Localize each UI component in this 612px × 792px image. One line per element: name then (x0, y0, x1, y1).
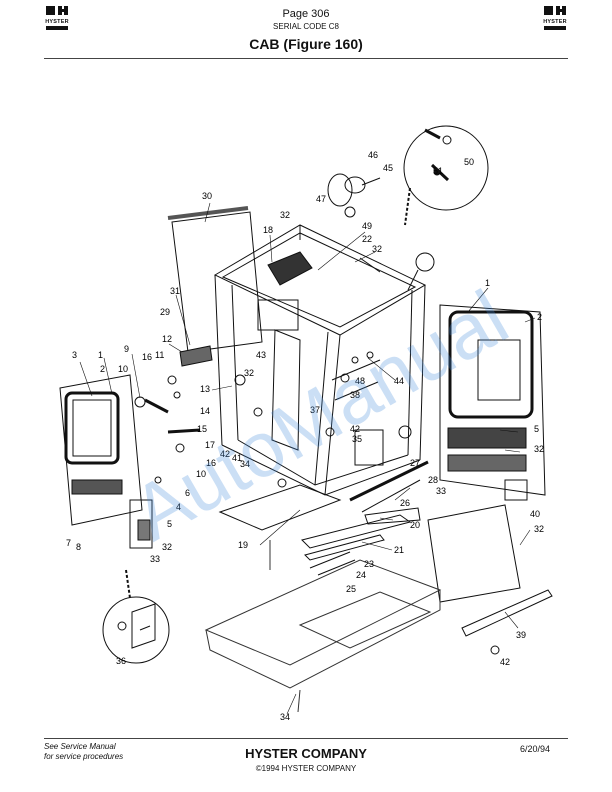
callout: 25 (346, 584, 356, 594)
callout: 49 (362, 221, 372, 231)
callout: 33 (150, 554, 160, 564)
callout: 32 (280, 210, 290, 220)
callout: 26 (400, 498, 410, 508)
hyster-logo-right: HYSTER (542, 6, 568, 30)
callout: 37 (310, 405, 320, 415)
callout: 5 (534, 424, 539, 434)
callout: 2 (100, 364, 105, 374)
callout: 20 (410, 520, 420, 530)
footer-note-line1: See Service Manual (44, 742, 116, 751)
callout: 47 (316, 194, 326, 204)
bracket-detail-circle (102, 569, 170, 664)
callout: 32 (372, 244, 382, 254)
callout: 1 (98, 350, 103, 360)
left-door (59, 374, 153, 549)
header-divider (44, 58, 568, 59)
callout: 36 (116, 656, 126, 666)
callout: 3 (72, 350, 77, 360)
footer-note-line2: for service procedures (44, 752, 124, 761)
callout: 9 (124, 344, 129, 354)
footer-date: 6/20/94 (520, 744, 551, 754)
floor-plates (218, 460, 429, 576)
hyster-logo-left: HYSTER (44, 6, 70, 30)
callout: 35 (352, 434, 362, 444)
callout: 11 (155, 350, 164, 360)
callout: 34 (280, 712, 290, 722)
callout: 14 (200, 406, 210, 416)
callout: 2 (537, 312, 542, 322)
callout: 15 (197, 424, 207, 434)
callout: 7 (66, 538, 71, 548)
callout: 16 (142, 352, 152, 362)
callout: 50 (464, 157, 474, 167)
right-door (439, 304, 546, 501)
callout: 31 (170, 286, 180, 296)
callout: 44 (394, 376, 404, 386)
leader-lines (79, 202, 536, 715)
footer-divider (44, 738, 568, 739)
callout: 28 (428, 475, 438, 485)
callout: 39 (516, 630, 526, 640)
callout: 8 (76, 542, 81, 552)
callout: 27 (410, 458, 420, 468)
footer-copyright: ©1994 HYSTER COMPANY (255, 764, 357, 773)
callout: 17 (205, 440, 215, 450)
figure-title: CAB (Figure 160) (249, 36, 363, 52)
callout: 33 (436, 486, 446, 496)
callout: 12 (162, 334, 172, 344)
callout: 34 (240, 459, 250, 469)
callout: 46 (368, 150, 378, 160)
callout: 32 (534, 444, 544, 454)
fan-assembly (327, 173, 381, 218)
rear-window-panel (167, 206, 263, 367)
wiring-detail-circle (403, 125, 489, 226)
callout: 16 (206, 458, 216, 468)
callout: 30 (202, 191, 212, 201)
callout: 21 (394, 545, 404, 555)
callout: 6 (185, 488, 190, 498)
cab-frame (213, 224, 435, 496)
callout: 24 (356, 570, 366, 580)
callout: 23 (364, 559, 374, 569)
footer-note: See Service Manual for service procedure… (44, 742, 123, 762)
callout: 13 (200, 384, 210, 394)
callout: 38 (350, 390, 360, 400)
side-glass (427, 504, 553, 655)
cab-exploded-diagram: 46 45 47 51 50 30 32 18 49 22 32 1 2 31 … (59, 125, 553, 722)
callout: 45 (383, 163, 393, 173)
callout: 18 (263, 225, 273, 235)
callout: 29 (160, 307, 170, 317)
callout: 42 (500, 657, 510, 667)
footer-company: HYSTER COMPANY (245, 746, 367, 761)
callout: 32 (534, 524, 544, 534)
page-number: Page 306 (282, 8, 330, 20)
callout: 10 (196, 469, 206, 479)
callout: 48 (355, 376, 365, 386)
callout: 1 (485, 278, 490, 288)
callout: 51 (433, 166, 443, 176)
logo-text: HYSTER (543, 19, 567, 25)
callout: 32 (162, 542, 172, 552)
logo-text: HYSTER (45, 19, 69, 25)
truck-base-outline (204, 540, 442, 713)
callout: 10 (118, 364, 128, 374)
callout: 5 (167, 519, 172, 529)
hardware-parts (134, 351, 412, 488)
callout: 4 (176, 502, 181, 512)
callout: 42 (350, 424, 360, 434)
serial-code: SERIAL CODE C8 (273, 22, 339, 31)
callout: 42 (220, 449, 230, 459)
callout: 32 (244, 368, 254, 378)
callout: 41 (232, 453, 242, 463)
callout: 40 (530, 509, 540, 519)
callout: 43 (256, 350, 266, 360)
callout: 19 (238, 540, 248, 550)
callout: 22 (362, 234, 372, 244)
callout-labels: 46 45 47 51 50 30 32 18 49 22 32 1 2 31 … (66, 150, 544, 722)
